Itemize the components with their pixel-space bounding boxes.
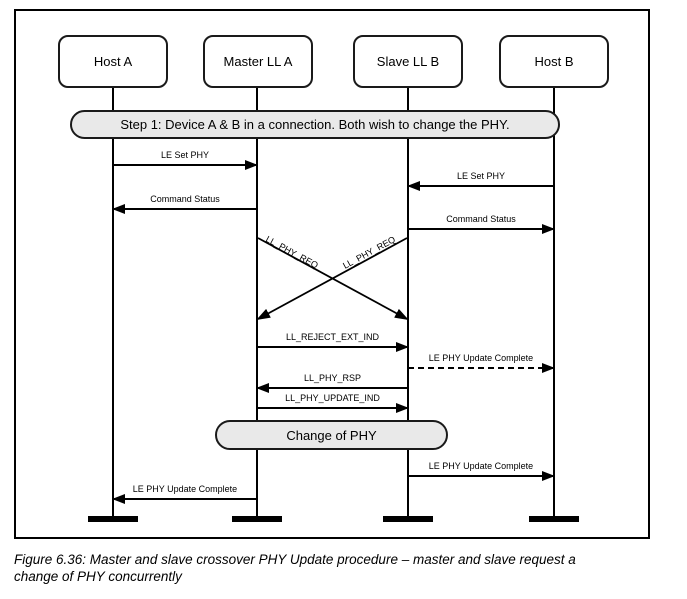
figure-caption-line1: Figure 6.36: Master and slave crossover … [14,552,576,567]
figure-caption: Figure 6.36: Master and slave crossover … [14,551,654,585]
message-label-ll-phy-req-left: LL_PHY_REQ [264,234,320,270]
message-label: LE PHY Update Complete [428,353,534,363]
actor-box-host-a: Host A [58,35,168,88]
message-line [408,475,554,477]
step-banner: Step 1: Device A & B in a connection. Bo… [70,110,560,139]
arrowhead [112,494,125,504]
message-line [257,346,408,348]
actor-label-master-ll-a: Master LL A [223,54,293,69]
lifeline-terminator-host-b [529,516,579,522]
message-label: Command Status [150,194,220,204]
message-line [257,407,408,409]
change-of-phy-label: Change of PHY [286,427,377,443]
message-label: LL_REJECT_EXT_IND [285,332,380,342]
arrowhead [396,342,409,352]
lifeline-slave-ll-b [407,88,409,519]
arrowhead [256,383,269,393]
message-line [408,228,554,230]
arrowhead [112,204,125,214]
actor-box-host-b: Host B [499,35,609,88]
lifeline-terminator-master-ll-a [232,516,282,522]
figure-caption-line2: change of PHY concurrently [14,569,182,584]
message-label: LL_PHY_RSP [303,373,362,383]
message-line [113,208,257,210]
message-line [257,387,408,389]
ll-phy-req-slave-to-master-line [257,237,408,320]
message-label: LL_PHY_UPDATE_IND [285,393,380,403]
actor-box-master-ll-a: Master LL A [203,35,313,88]
message-label: LE PHY Update Complete [428,461,534,471]
lifeline-host-b [553,88,555,519]
actor-box-slave-ll-b: Slave LL B [353,35,463,88]
message-label: LE Set PHY [160,150,210,160]
lifeline-terminator-slave-ll-b [383,516,433,522]
message-line [408,185,554,187]
arrowhead [542,471,555,481]
arrowhead [245,160,258,170]
crossover-arrows: LL_PHY_REQ LL_PHY_REQ [257,234,409,320]
step-banner-label: Step 1: Device A & B in a connection. Bo… [120,117,510,132]
message-label: Command Status [446,214,516,224]
message-line [113,498,257,500]
message-line [113,164,257,166]
message-label: LE Set PHY [456,171,506,181]
arrowhead [396,403,409,413]
lifeline-host-a [112,88,114,519]
lifeline-terminator-host-a [88,516,138,522]
change-of-phy-banner: Change of PHY [215,420,448,450]
arrowhead [542,363,555,373]
message-line [408,367,554,369]
actor-label-slave-ll-b: Slave LL B [376,54,440,69]
actor-label-host-a: Host A [93,54,133,69]
actor-label-host-b: Host B [534,54,574,69]
arrowhead [542,224,555,234]
message-label: LE PHY Update Complete [132,484,238,494]
diagram-frame [14,9,650,539]
arrowhead [407,181,420,191]
message-label-ll-phy-req-right: LL_PHY_REQ [341,234,397,270]
lifeline-master-ll-a [256,88,258,519]
